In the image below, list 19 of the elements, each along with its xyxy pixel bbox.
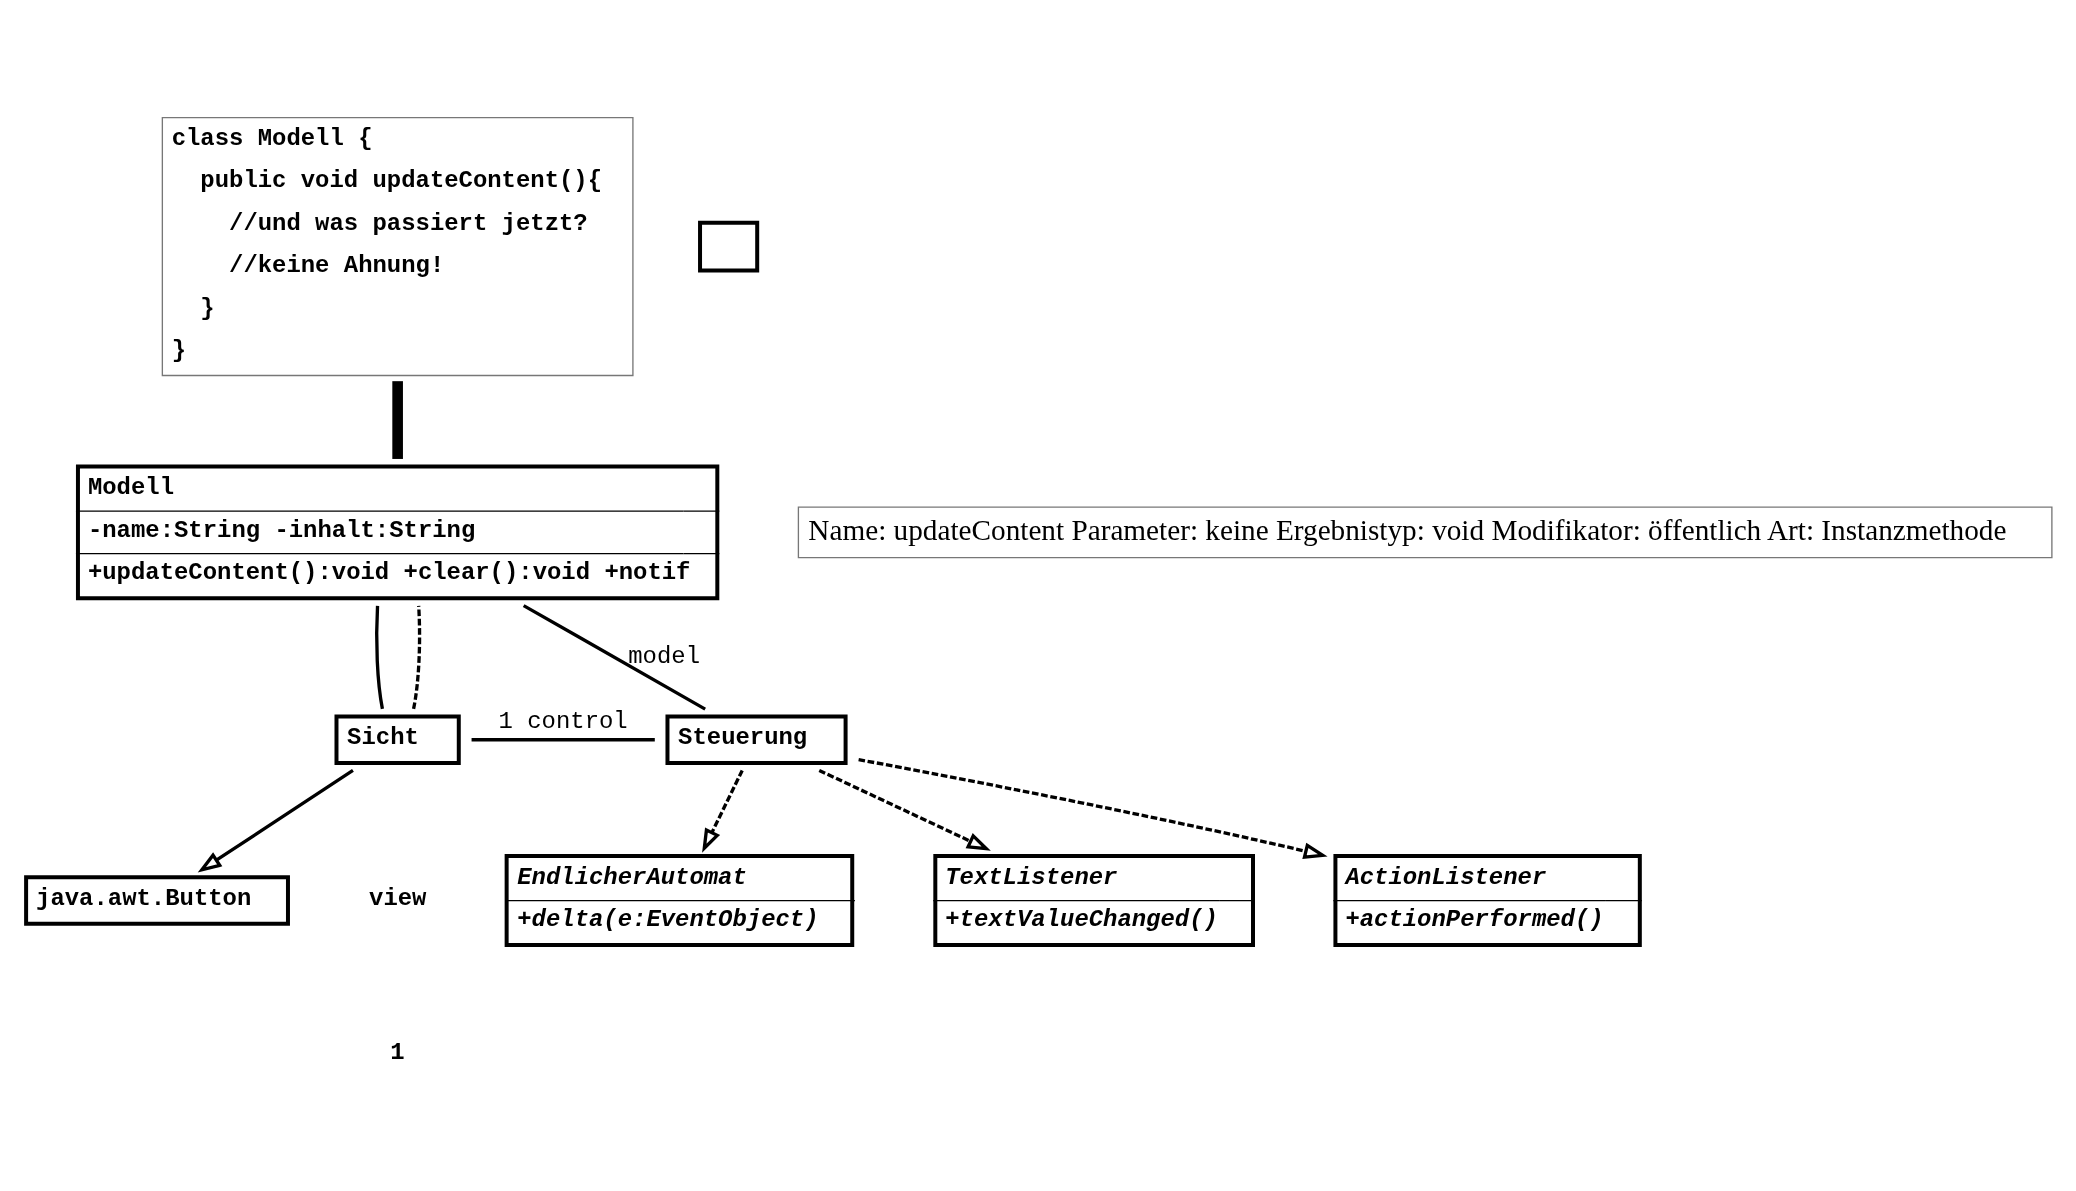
node-box: java.awt.Button [24,875,290,926]
label: view [369,885,427,913]
node-box [698,220,760,273]
arrow [818,768,991,851]
connector [392,381,403,459]
arrow [197,769,354,873]
connector [411,605,422,710]
arrow [702,769,744,853]
label: 1 [390,1039,405,1067]
node-box: Name: updateContent Parameter: keine Ergebnistyp: void Modifikator: öffentlich Art: Instanzmethode [797,506,2053,559]
edge-label: model [628,643,701,671]
node-box: class Modell { public void updateContent(){ //und was passiert jetzt? //keine Ahnung! } } [161,116,634,377]
connector [375,605,385,710]
arrow [858,757,1328,860]
connector [471,738,655,742]
node-box: Sicht [334,714,461,765]
node-box: Steuerung [665,714,848,765]
connector [522,604,706,711]
edge-label: 1 control [498,708,628,736]
